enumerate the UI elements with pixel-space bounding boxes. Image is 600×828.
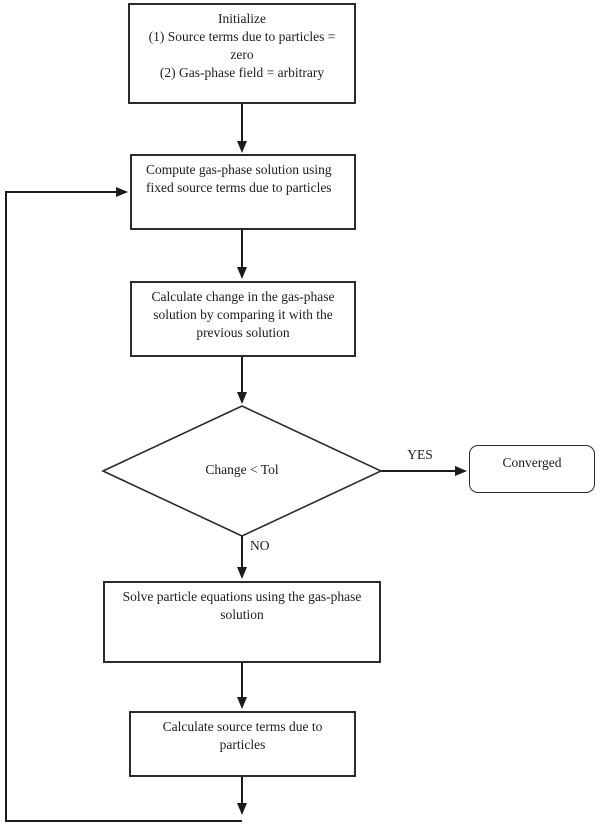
node-initialize: Initialize (1) Source terms due to parti…	[128, 3, 356, 104]
decision-diamond	[101, 405, 383, 537]
node-solve-particles: Solve particle equations using the gas-p…	[103, 581, 381, 663]
node-calculate-change-text: Calculate change in the gas-phase soluti…	[151, 289, 335, 340]
node-compute: Compute gas-phase solution using fixed s…	[130, 154, 356, 230]
node-decision-text: Change < Tol	[205, 462, 279, 477]
node-calc-source-terms: Calculate source terms due to particles	[129, 711, 356, 777]
yes-label: YES	[407, 447, 433, 462]
feedback-loop-line	[5, 187, 242, 822]
node-compute-text: Compute gas-phase solution using fixed s…	[146, 162, 332, 195]
no-label: NO	[250, 538, 270, 553]
node-calc-source-terms-text: Calculate source terms due to particles	[162, 719, 323, 752]
node-converged-text: Converged	[502, 455, 562, 470]
node-calculate-change: Calculate change in the gas-phase soluti…	[130, 281, 356, 357]
node-initialize-text: Initialize (1) Source terms due to parti…	[148, 11, 336, 80]
node-converged: Converged	[469, 445, 595, 493]
node-solve-particles-text: Solve particle equations using the gas-p…	[122, 589, 362, 622]
